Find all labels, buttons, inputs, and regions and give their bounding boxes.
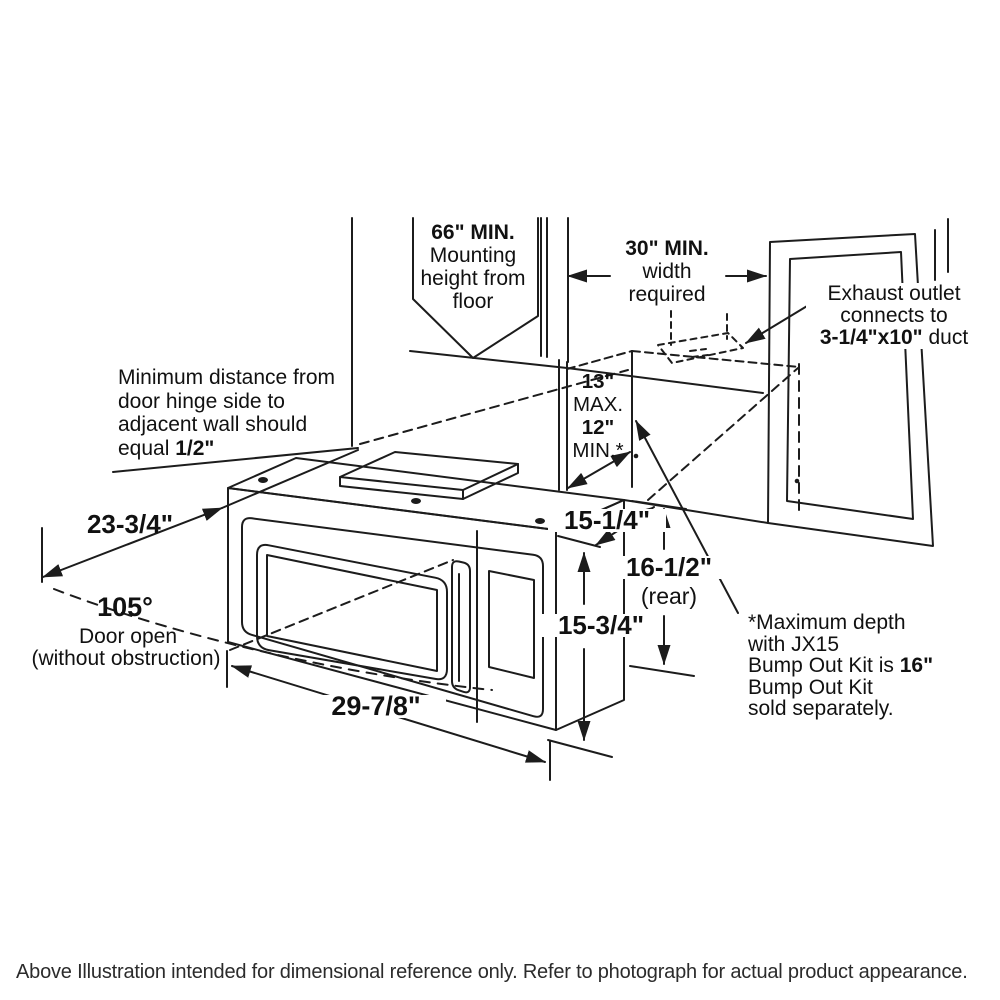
label-mounting-height: 66" MIN. Mounting height from floor [420, 221, 526, 313]
vent-plate [339, 451, 519, 491]
door-swing-hidden-line [229, 559, 454, 651]
label-exhaust-outlet: Exhaust outlet connects to 3-1/4"x10" du… [806, 283, 982, 349]
dim-bottom-width: 29-7/8" [306, 693, 446, 720]
label-hinge-clearance: Minimum distance from door hinge side to… [118, 366, 336, 460]
wall-structure [112, 217, 764, 473]
footer-disclaimer: Above Illustration intended for dimensio… [16, 961, 968, 983]
cabinet-niche [558, 350, 800, 524]
label-door-open-qualifier: (without obstruction) [31, 647, 221, 670]
dim-top-depth: 15-1/4" [548, 507, 666, 533]
control-panel [488, 570, 535, 679]
duct-outline [657, 310, 744, 364]
dimension-lines [41, 269, 767, 781]
door-handle [451, 560, 471, 694]
dim-rear-height: 16-1/2" [610, 554, 728, 580]
microwave [227, 451, 625, 731]
label-door-angle: 105° [97, 592, 153, 622]
dim-door-projection: 23-3/4" [86, 509, 174, 539]
dim-front-height: 15-3/4" [542, 612, 660, 638]
door-window [256, 543, 448, 681]
dim-rear-qualifier: (rear) [640, 583, 698, 609]
label-door-open: Door open [78, 625, 178, 648]
bumpout-note-leader [635, 420, 739, 614]
label-niche-depth: 13" MAX. 12" MIN.* [572, 370, 624, 462]
label-width-required: 30" MIN. width required [625, 237, 709, 306]
right-wall-panel [767, 218, 949, 547]
note-bumpout: *Maximum depth with JX15 Bump Out Kit is… [748, 611, 934, 720]
